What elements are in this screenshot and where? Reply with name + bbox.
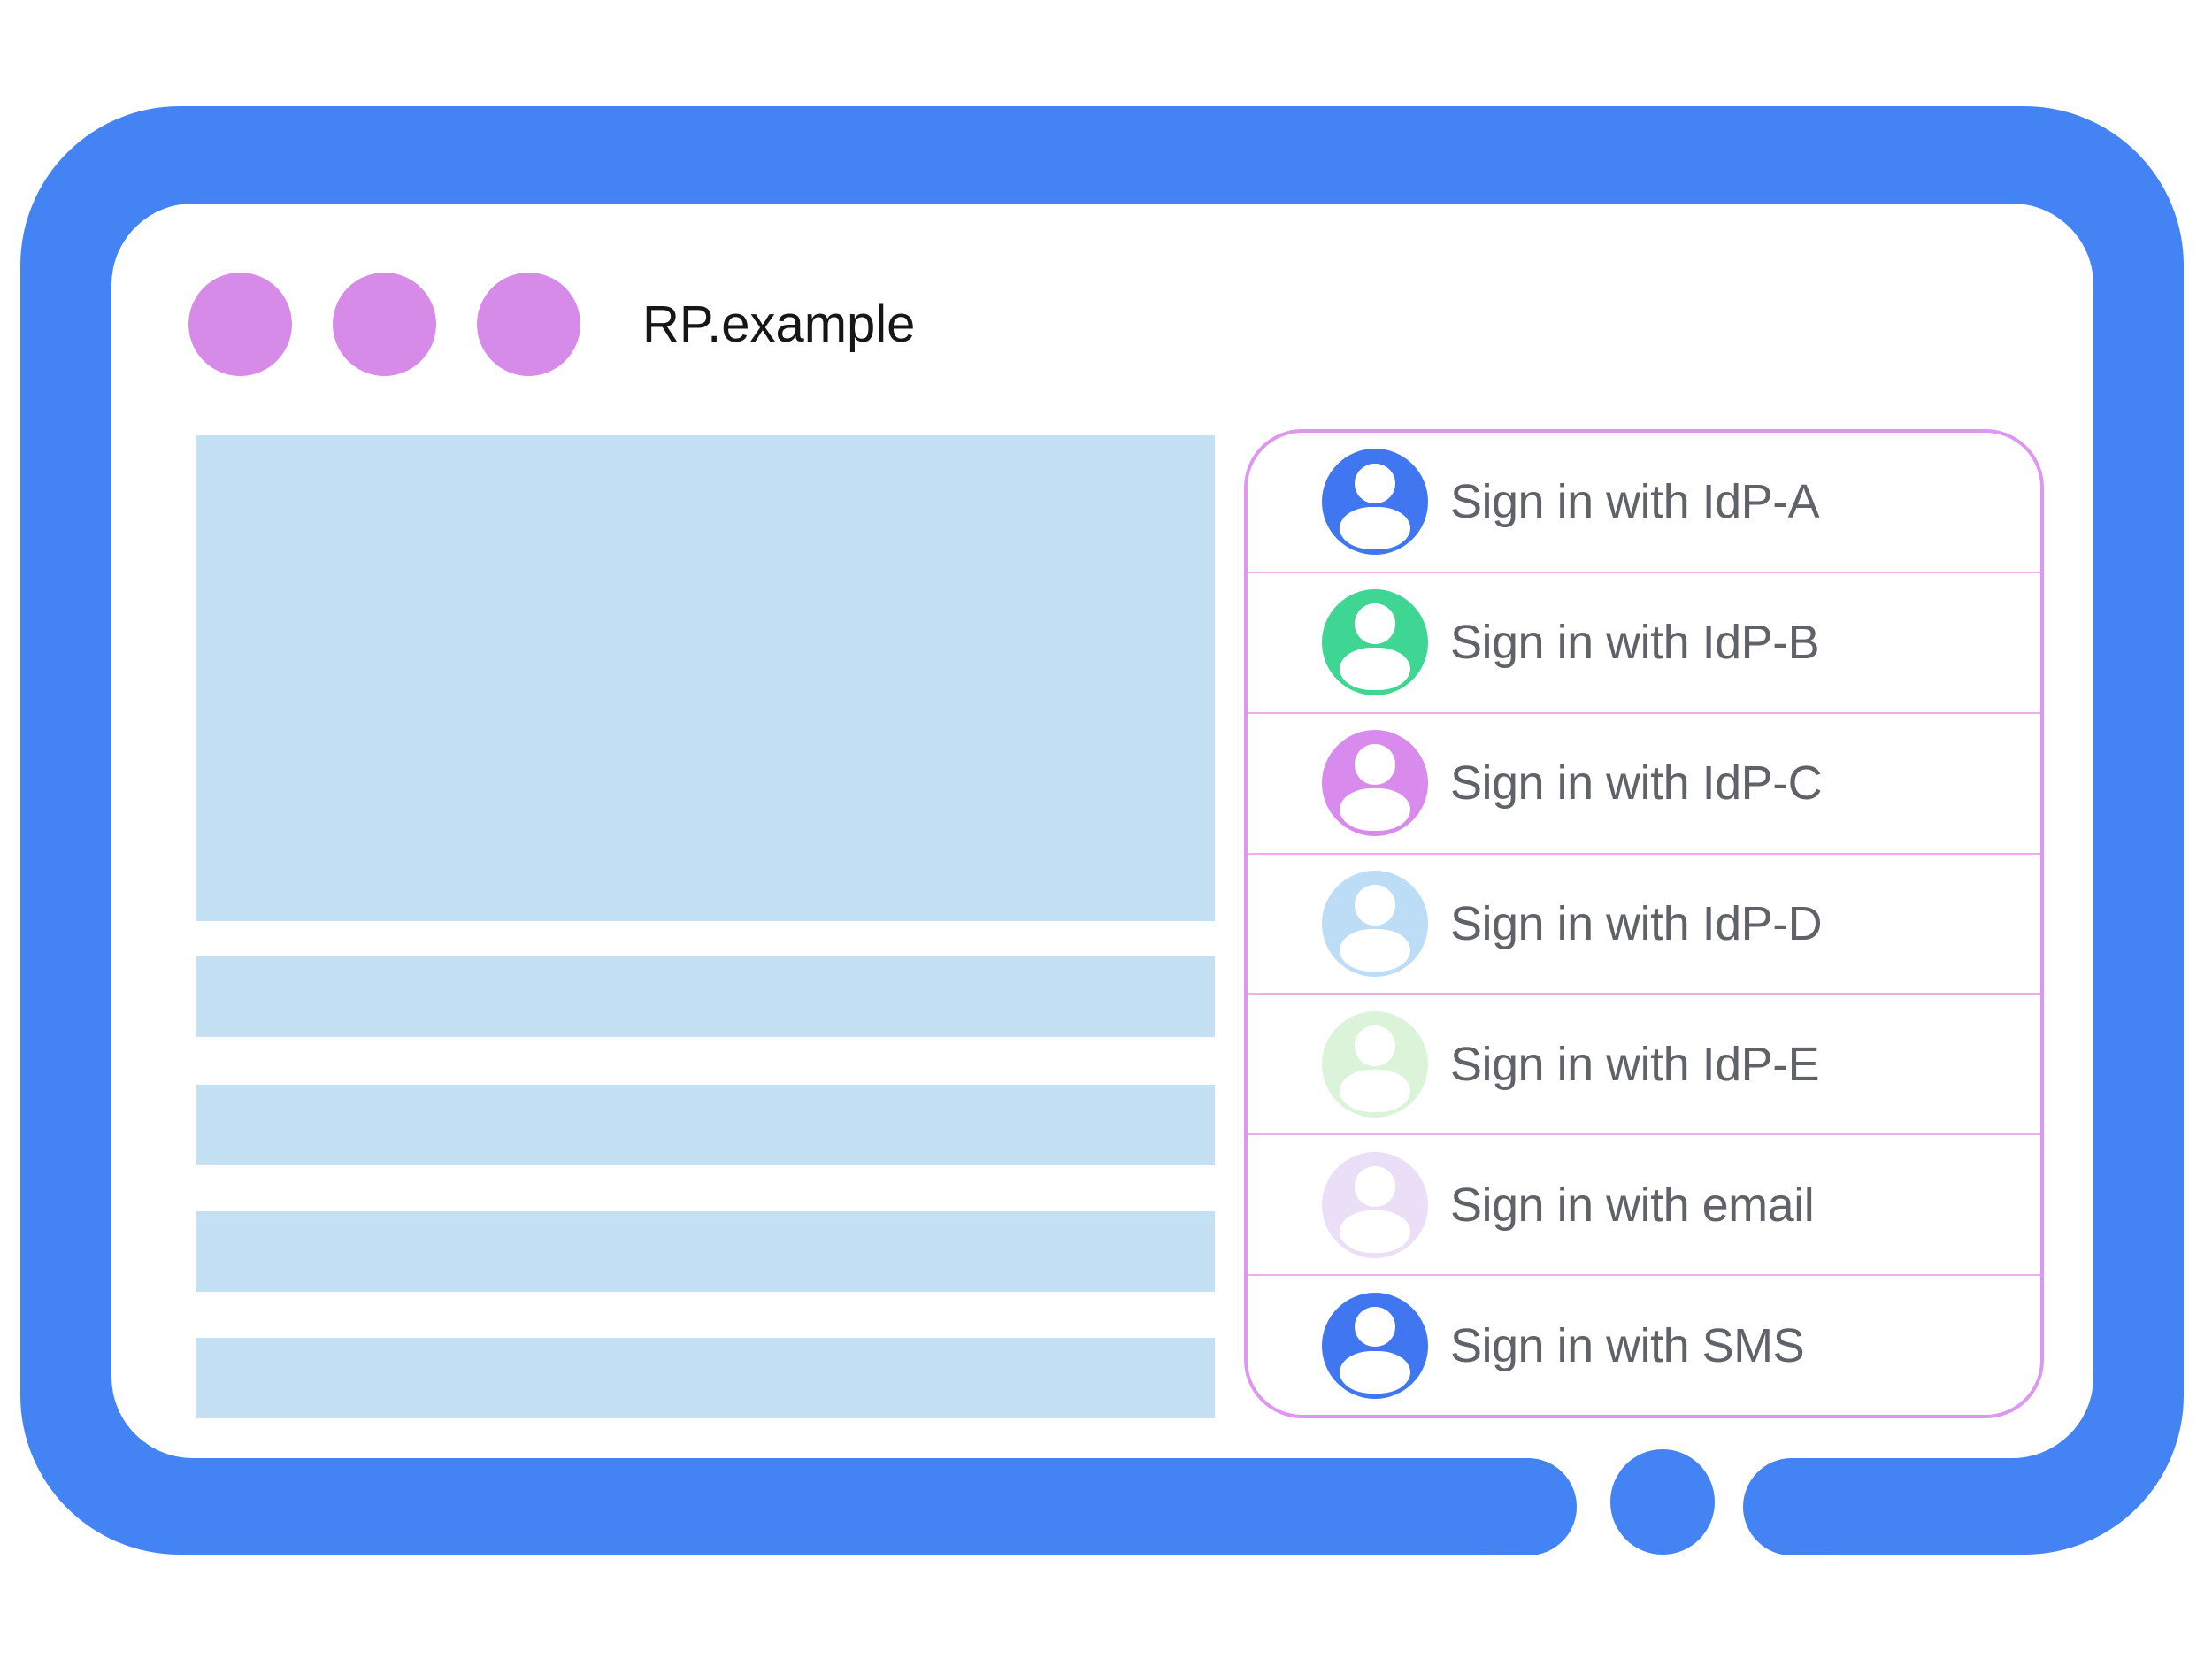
signin-option-label: Sign in with IdP-D [1450, 897, 1823, 950]
signin-option-idp-e[interactable]: Sign in with IdP-E [1248, 993, 2040, 1133]
signin-option-email[interactable]: Sign in with email [1248, 1133, 2040, 1274]
signin-dialog: Sign in with IdP-A Sign in with IdP-B Si… [1244, 429, 2044, 1418]
signin-option-label: Sign in with IdP-B [1450, 616, 1820, 670]
frame-bottom-cap [1743, 1458, 1826, 1555]
signin-option-label: Sign in with IdP-E [1450, 1037, 1820, 1091]
content-placeholder-line [196, 1085, 1215, 1165]
window-control-dot [477, 273, 580, 376]
content-placeholder-line [196, 1338, 1215, 1418]
signin-option-label: Sign in with IdP-A [1450, 475, 1820, 529]
bottom-notch-circle [1610, 1449, 1715, 1555]
person-icon [1322, 730, 1428, 837]
signin-option-idp-a[interactable]: Sign in with IdP-A [1248, 433, 2040, 572]
content-placeholder-line [196, 956, 1215, 1037]
signin-option-label: Sign in with email [1450, 1178, 1815, 1232]
signin-option-idp-b[interactable]: Sign in with IdP-B [1248, 571, 2040, 712]
person-icon [1322, 1151, 1428, 1258]
content-placeholder-line [196, 1211, 1215, 1292]
signin-option-idp-c[interactable]: Sign in with IdP-C [1248, 711, 2040, 853]
person-icon [1322, 589, 1428, 696]
content-placeholder-hero [196, 435, 1215, 921]
browser-frame: RP.example Sign in with IdP-A Sign in wi… [20, 106, 2184, 1555]
site-title: RP.example [642, 296, 916, 353]
signin-option-idp-d[interactable]: Sign in with IdP-D [1248, 852, 2040, 994]
person-icon [1322, 871, 1428, 977]
browser-viewport: RP.example Sign in with IdP-A Sign in wi… [111, 204, 2093, 1458]
person-icon [1322, 449, 1428, 556]
frame-bottom-cap [1494, 1458, 1577, 1555]
person-icon [1322, 1010, 1428, 1118]
signin-option-sms[interactable]: Sign in with SMS [1248, 1274, 2040, 1415]
window-control-dot [333, 273, 436, 376]
window-control-dot [188, 273, 292, 376]
signin-option-label: Sign in with SMS [1450, 1318, 1805, 1372]
signin-option-label: Sign in with IdP-C [1450, 757, 1823, 810]
person-icon [1322, 1292, 1428, 1399]
